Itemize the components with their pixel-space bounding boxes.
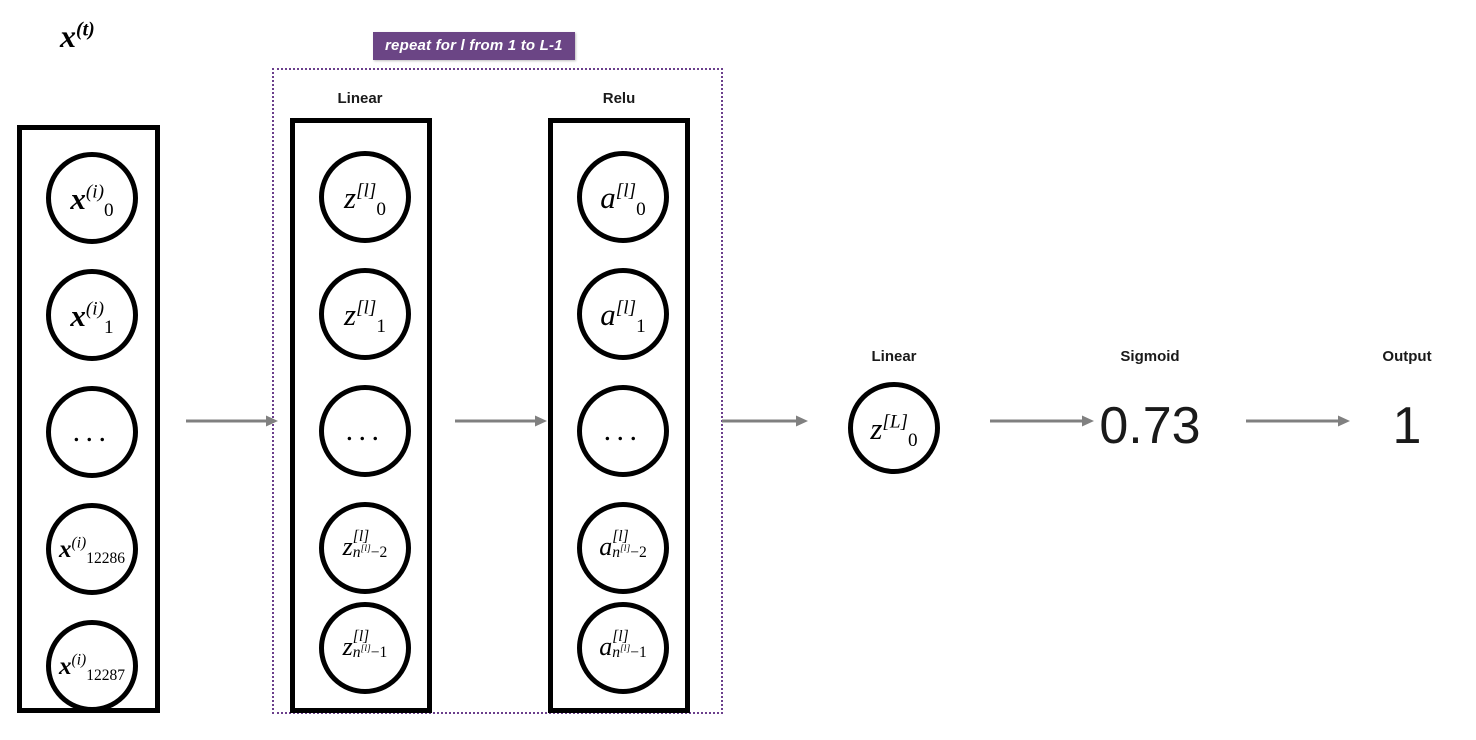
relu-layer-label: Relu (602, 90, 636, 107)
node-linear-n-1: z[l]n[l]−1 (319, 602, 411, 694)
input-layer-box: x(i)0 x(i)1 ... x(i)12286 x(i)12287 (17, 125, 160, 713)
node-input-ellipsis: ... (46, 386, 138, 478)
linear-layer-box: z[l]0 z[l]1 ... z[l]n[l]−2 z[l]n[l]−1 (290, 118, 432, 713)
input-title: x(t) (60, 18, 95, 55)
sigmoid-value: 0.73 (1099, 397, 1201, 455)
node-linear-n-2: z[l]n[l]−2 (319, 502, 411, 594)
relu-layer-box: a[l]0 a[l]1 ... a[l]n[l]−2 a[l]n[l]−1 (548, 118, 690, 713)
input-title-sup: (t) (76, 18, 95, 41)
node-input-0: x(i)0 (46, 152, 138, 244)
output-label: Output (1382, 348, 1432, 365)
node-linear-0: z[l]0 (319, 151, 411, 243)
node-relu-n-1: a[l]n[l]−1 (577, 602, 669, 694)
node-relu-1: a[l]1 (577, 268, 669, 360)
repeat-region-border (272, 68, 723, 714)
node-input-1: x(i)1 (46, 269, 138, 361)
node-input-12287: x(i)12287 (46, 620, 138, 712)
node-linear-ellipsis: ... (319, 385, 411, 477)
node-relu-0: a[l]0 (577, 151, 669, 243)
node-final-linear: z[L]0 (848, 382, 940, 474)
repeat-banner: repeat for l from 1 to L-1 (373, 32, 575, 60)
arrow-linear-to-relu (455, 415, 547, 427)
node-linear-1: z[l]1 (319, 268, 411, 360)
input-title-base: x (60, 18, 76, 54)
final-linear-label: Linear (871, 348, 917, 365)
node-relu-n-2: a[l]n[l]−2 (577, 502, 669, 594)
arrow-relu-to-final-linear (722, 415, 808, 427)
sigmoid-label: Sigmoid (1120, 348, 1180, 365)
arrow-input-to-linear (186, 415, 278, 427)
arrow-sigmoid-to-output (1246, 415, 1350, 427)
node-relu-ellipsis: ... (577, 385, 669, 477)
node-input-12286: x(i)12286 (46, 503, 138, 595)
arrow-final-linear-to-sigmoid (990, 415, 1094, 427)
linear-layer-label: Linear (337, 90, 383, 107)
output-value: 1 (1392, 397, 1422, 455)
